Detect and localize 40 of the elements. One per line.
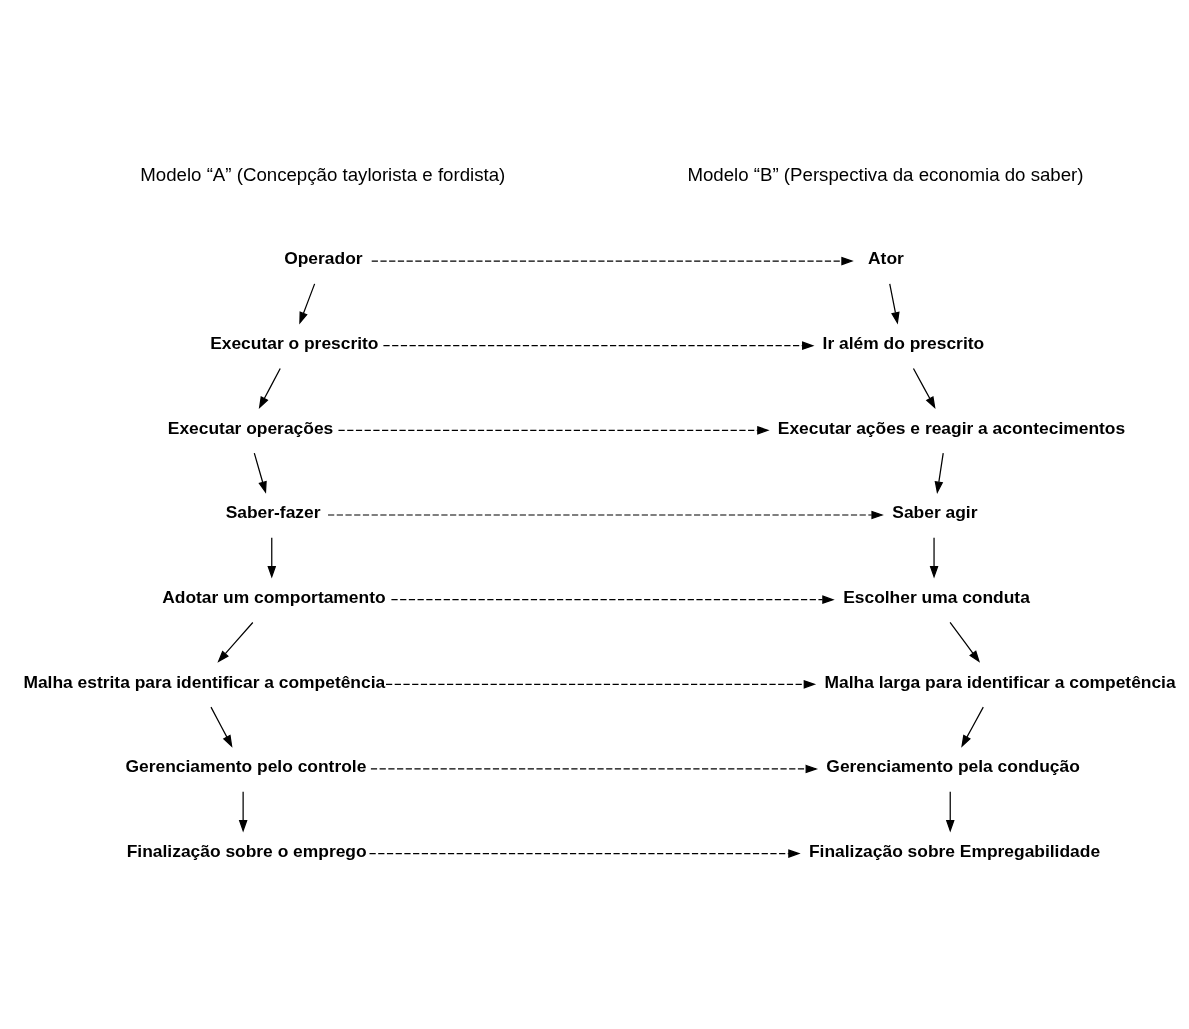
arrow: [253, 452, 267, 494]
node-text: Malha estrita para identificar a competência: [23, 671, 386, 692]
node-text: Executar ações e reagir a acontecimentos: [777, 417, 1126, 438]
arrow: [912, 367, 936, 409]
node-text: Saber agir: [892, 501, 978, 522]
node-text: Finalização sobre Empregabilidade: [808, 840, 1101, 861]
node-text: Operador: [284, 247, 363, 268]
node-text: Adotar um comportamento: [162, 586, 386, 607]
arrow: [385, 679, 817, 689]
arrow: [258, 367, 281, 409]
label: Modelo “B” (Perspectiva da economia do saber): [687, 163, 1084, 185]
arrow: [210, 706, 233, 748]
arrow: [929, 536, 939, 579]
arrow: [327, 510, 884, 519]
node-text: Executar o prescrito: [210, 332, 379, 353]
arrow: [390, 594, 835, 604]
node-text: Malha larga para identificar a competência: [824, 671, 1176, 692]
arrow: [961, 706, 984, 748]
label: Modelo “A” (Concepção taylorista e fordista): [140, 163, 506, 185]
arrow: [337, 425, 770, 435]
arrow: [382, 340, 815, 350]
arrow: [267, 536, 277, 579]
arrow: [238, 790, 248, 832]
node-text: Ator: [868, 247, 904, 268]
node-text: Executar operações: [167, 417, 334, 438]
arrow: [949, 621, 981, 663]
arrow: [370, 764, 818, 773]
arrow: [217, 621, 254, 663]
node-text: Saber-fazer: [225, 501, 321, 522]
arrow: [371, 256, 854, 265]
arrow: [934, 452, 944, 494]
arrow: [945, 790, 955, 832]
arrow: [299, 282, 316, 324]
node-text: Gerenciamento pelo controle: [125, 755, 367, 776]
node-text: Escolher uma conduta: [843, 586, 1030, 607]
node-text: Gerenciamento pela condução: [826, 755, 1080, 776]
arrow: [368, 848, 801, 858]
node-text: Ir além do prescrito: [822, 332, 985, 353]
node-text: Finalização sobre o emprego: [126, 840, 367, 861]
arrow: [889, 282, 900, 325]
